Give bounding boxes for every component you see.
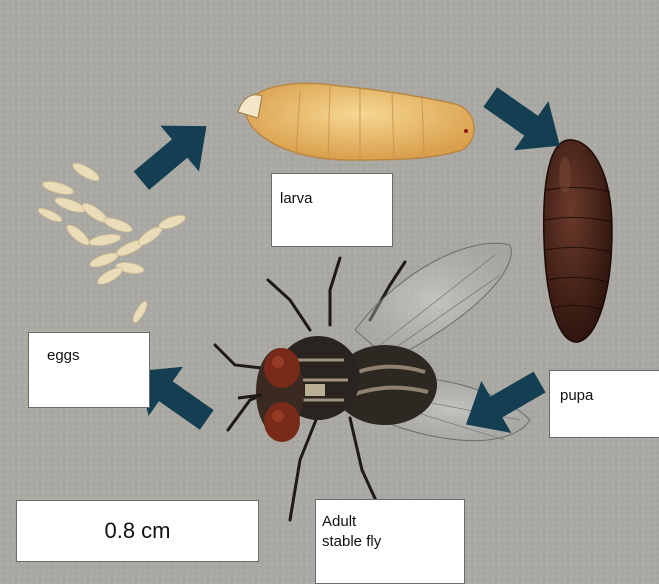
larva-label: larva bbox=[280, 190, 313, 207]
pupa bbox=[544, 140, 612, 342]
scale-label: 0.8 cm bbox=[104, 518, 170, 543]
scale-label-box: 0.8 cm bbox=[16, 500, 259, 562]
adult-label-line2: stable fly bbox=[322, 532, 464, 552]
pupa-label: pupa bbox=[560, 387, 593, 404]
pupa-label-box: pupa bbox=[549, 370, 659, 438]
adult-label-line1: Adult bbox=[322, 512, 464, 532]
eggs-label-box: eggs bbox=[28, 332, 150, 408]
eggs-label: eggs bbox=[47, 347, 80, 364]
larva-label-box: larva bbox=[271, 173, 393, 247]
adult-label-box: Adult stable fly bbox=[315, 499, 465, 584]
